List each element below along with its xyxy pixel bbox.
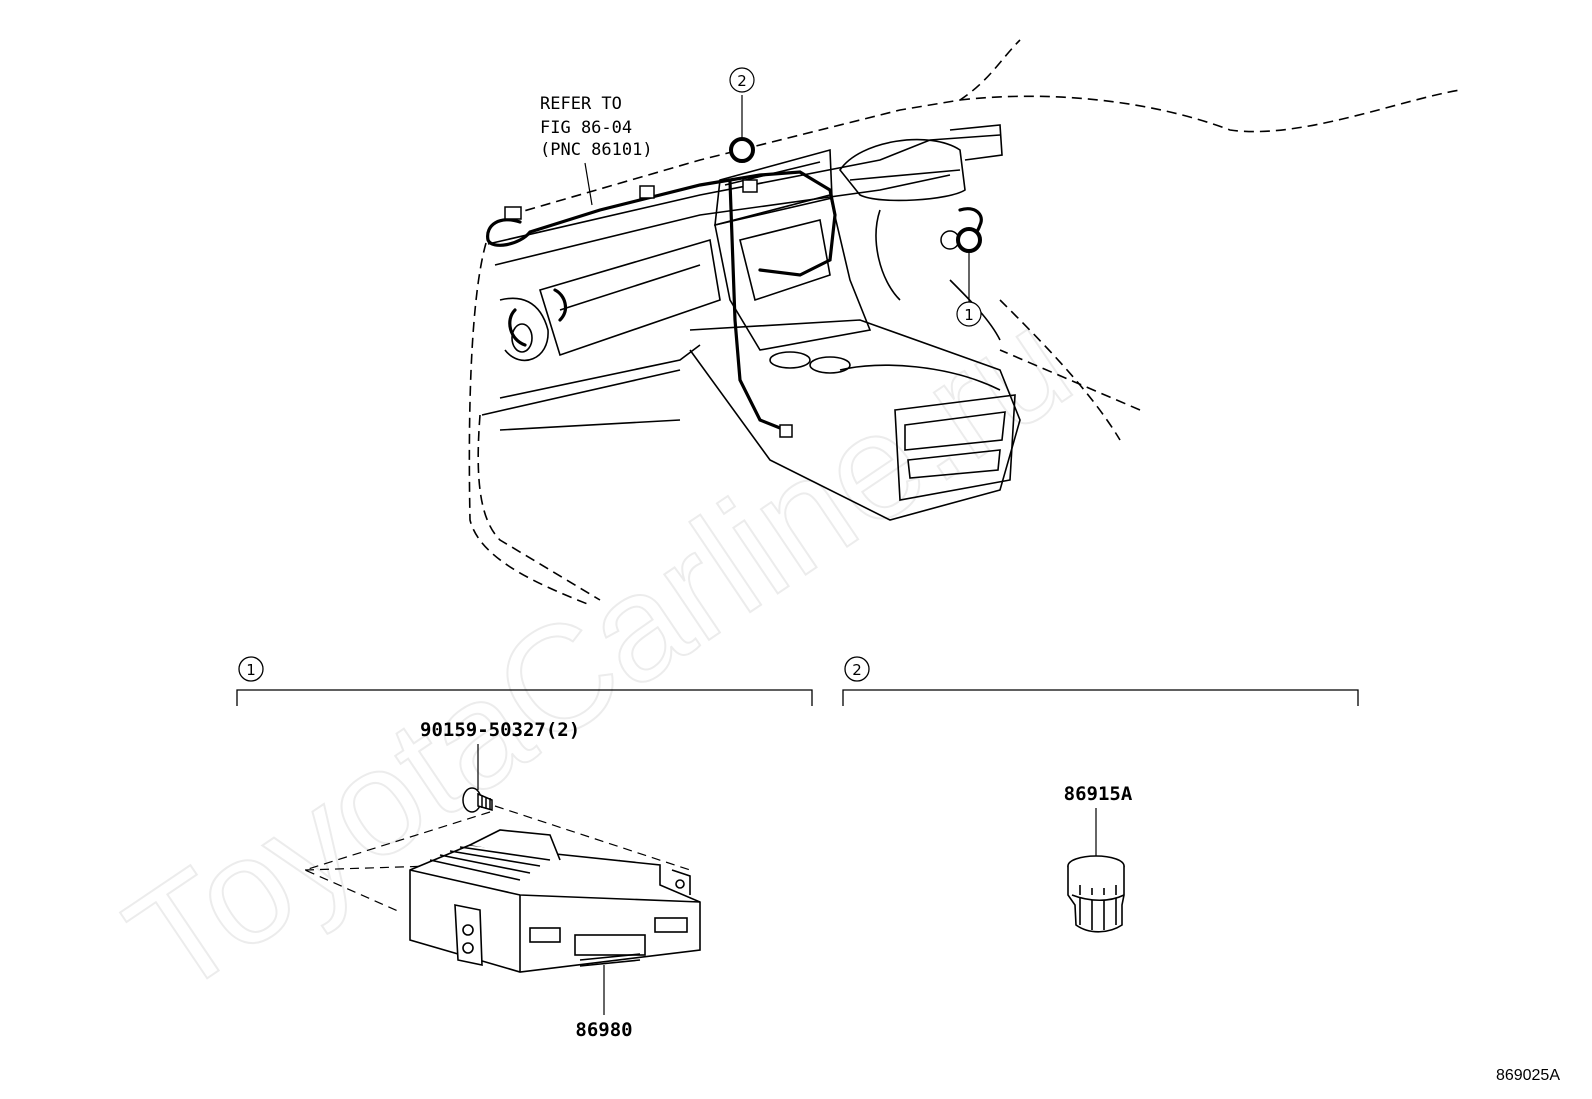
refer-note-line-2: FIG 86-04 — [540, 118, 632, 138]
refer-note-line-1: REFER TO — [540, 94, 622, 114]
callout-2-label-top: 2 — [737, 72, 747, 90]
microphone-part-number: 86915A — [1064, 783, 1133, 805]
figure-code: 869025A — [1496, 1067, 1560, 1084]
refer-note: REFER TO FIG 86-04 (PNC 86101) — [540, 94, 653, 206]
section-2-bracket — [842, 656, 1359, 706]
section-1-label: 1 — [246, 661, 256, 679]
section-2-label: 2 — [852, 661, 862, 679]
harness-connectors — [504, 179, 960, 438]
callout-1-label-top: 1 — [964, 306, 974, 324]
bolt-part-number: 90159-50327(2) — [420, 719, 580, 741]
amplifier-part-number: 86980 — [575, 1019, 632, 1041]
bolt-icon — [462, 787, 493, 813]
refer-note-line-3: (PNC 86101) — [540, 140, 653, 160]
wire-harness — [486, 170, 983, 432]
section-1-bracket — [236, 656, 813, 706]
microphone-icon — [1067, 855, 1125, 933]
callout-marker-2-top: 2 — [729, 67, 755, 163]
amplifier-unit-icon — [409, 829, 701, 973]
callout-marker-1-top: 1 — [956, 227, 982, 327]
